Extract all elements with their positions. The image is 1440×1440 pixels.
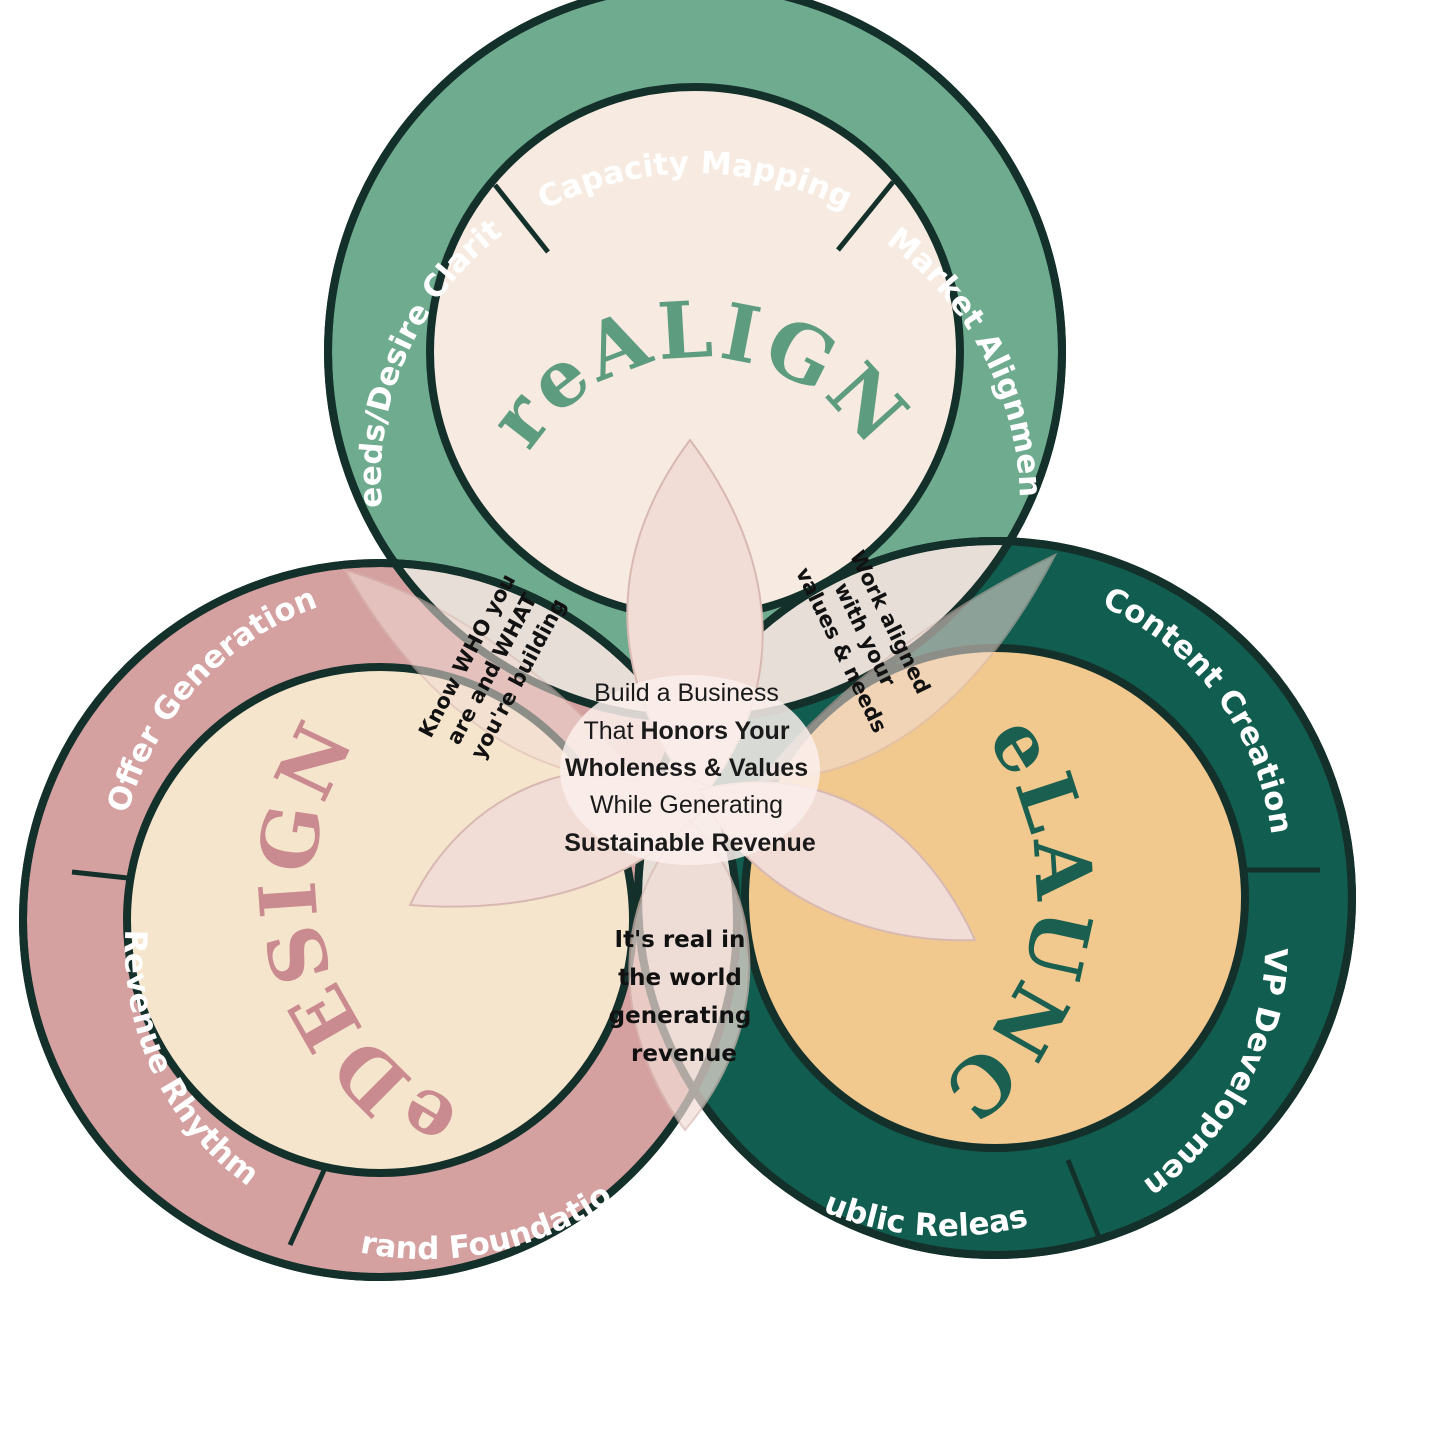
- redesign-inner: [123, 663, 637, 1177]
- realign-divider: [836, 180, 895, 252]
- relaunch-divider: [1065, 1159, 1103, 1241]
- lotus-center-glow: [560, 675, 820, 865]
- svg-text:Build a Business That Ho: Build a Business That Honors Your Wholen…: [564, 679, 816, 857]
- lotus-flower: [342, 438, 1058, 1132]
- redesign-divider: [287, 1166, 328, 1247]
- center-statement: Build a Business That Honors Your Wholen…: [564, 679, 816, 857]
- lens-design-launch-text: It's real in the world generating revenu…: [609, 927, 760, 1067]
- redesign-divider: [71, 869, 129, 881]
- svg-text:It's real in the world: It's real in the world generating revenu…: [609, 927, 760, 1067]
- realign-circle: [324, 0, 1066, 723]
- realign-divider: [493, 183, 550, 254]
